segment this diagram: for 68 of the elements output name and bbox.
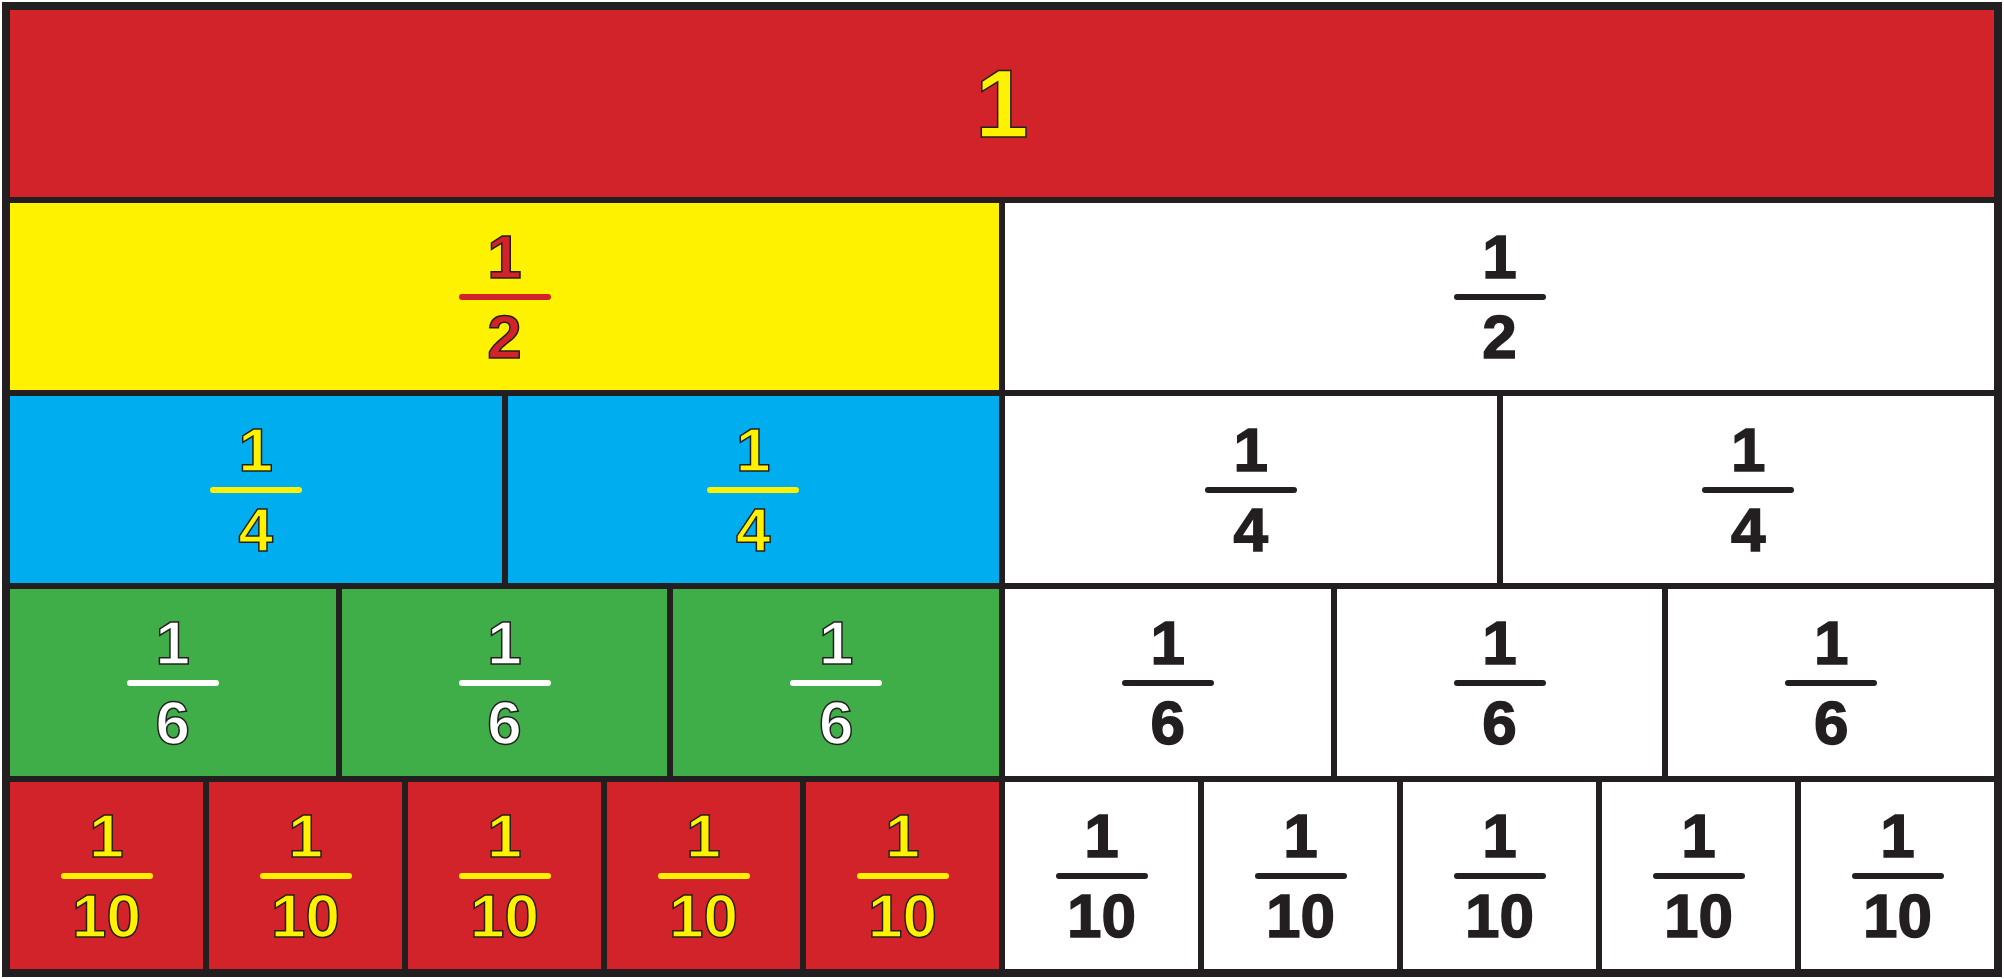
fraction-strip-cell — [1403, 782, 1596, 969]
fraction-numerator: 1 — [818, 611, 854, 674]
fraction-denominator: 10 — [1664, 884, 1733, 947]
fraction-numerator: 1 — [487, 611, 522, 674]
fraction-strip-cell — [673, 589, 999, 776]
fraction-strip-cell — [1005, 589, 1331, 776]
fraction-denominator: 4 — [238, 498, 273, 561]
fraction-numerator: 1 — [1233, 418, 1268, 481]
fraction-numerator: 1 — [1482, 804, 1517, 867]
fraction-strip-cell — [10, 396, 502, 583]
fraction-numerator: 1 — [1731, 418, 1766, 481]
fraction-numerator: 1 — [1084, 804, 1119, 867]
fraction-numerator: 1 — [1283, 804, 1318, 867]
fraction-strip-cell — [806, 782, 999, 969]
fraction-denominator: 10 — [1465, 884, 1534, 947]
fraction-denominator: 6 — [155, 691, 191, 754]
fraction-strip-cell — [1668, 589, 1995, 776]
fraction-denominator: 6 — [818, 691, 854, 754]
fraction-denominator: 6 — [487, 691, 522, 754]
fraction-strip-cell — [1602, 782, 1795, 969]
whole-strip — [10, 10, 1994, 197]
fraction-strip-cell — [507, 396, 999, 583]
fraction-numerator: 1 — [1482, 611, 1517, 674]
fraction-strip-cell — [1801, 782, 1994, 969]
fraction-strip-cell — [1502, 396, 1994, 583]
fraction-denominator: 10 — [868, 884, 937, 947]
fraction-numerator: 1 — [885, 804, 920, 867]
fraction-numerator: 1 — [288, 804, 323, 867]
fraction-denominator: 6 — [1813, 691, 1849, 754]
fraction-numerator: 1 — [736, 418, 771, 481]
fraction-strip-cell — [10, 782, 203, 969]
fraction-strip-cell — [10, 203, 999, 390]
fraction-denominator: 10 — [470, 884, 539, 947]
fraction-strip-cell — [607, 782, 800, 969]
fraction-strip-cell — [1005, 782, 1198, 969]
fraction-denominator: 10 — [1067, 884, 1136, 947]
fraction-numerator: 1 — [238, 418, 273, 481]
fraction-denominator: 10 — [1266, 884, 1335, 947]
fraction-denominator: 10 — [1863, 884, 1932, 947]
fraction-denominator: 4 — [1731, 498, 1766, 561]
fraction-numerator: 1 — [155, 611, 191, 674]
fraction-denominator: 6 — [1150, 691, 1186, 754]
fraction-strip-cell — [1204, 782, 1397, 969]
fraction-numerator: 1 — [686, 804, 721, 867]
fraction-numerator: 1 — [487, 225, 522, 288]
fraction-strip-cell — [10, 589, 336, 776]
fraction-numerator: 1 — [1813, 611, 1849, 674]
fraction-denominator: 10 — [271, 884, 340, 947]
fraction-strip-cell — [1336, 589, 1663, 776]
fraction-strip-cell — [408, 782, 601, 969]
fraction-strip-cell — [1005, 203, 1994, 390]
fraction-denominator: 2 — [487, 305, 522, 368]
fraction-numerator: 1 — [1880, 804, 1915, 867]
whole-number: 1 — [975, 55, 1029, 152]
fraction-denominator: 6 — [1482, 691, 1517, 754]
fraction-strip-cell — [341, 589, 668, 776]
fraction-strip-cell — [209, 782, 402, 969]
fraction-denominator: 4 — [1233, 498, 1268, 561]
fraction-denominator: 4 — [736, 498, 771, 561]
fraction-numerator: 1 — [487, 804, 522, 867]
fraction-numerator: 1 — [1150, 611, 1186, 674]
fraction-strip-cell — [1005, 396, 1497, 583]
fraction-denominator: 10 — [669, 884, 738, 947]
fraction-numerator: 1 — [1482, 225, 1517, 288]
fraction-numerator: 1 — [89, 804, 124, 867]
fraction-denominator: 10 — [72, 884, 141, 947]
fraction-denominator: 2 — [1482, 305, 1517, 368]
fraction-numerator: 1 — [1681, 804, 1716, 867]
